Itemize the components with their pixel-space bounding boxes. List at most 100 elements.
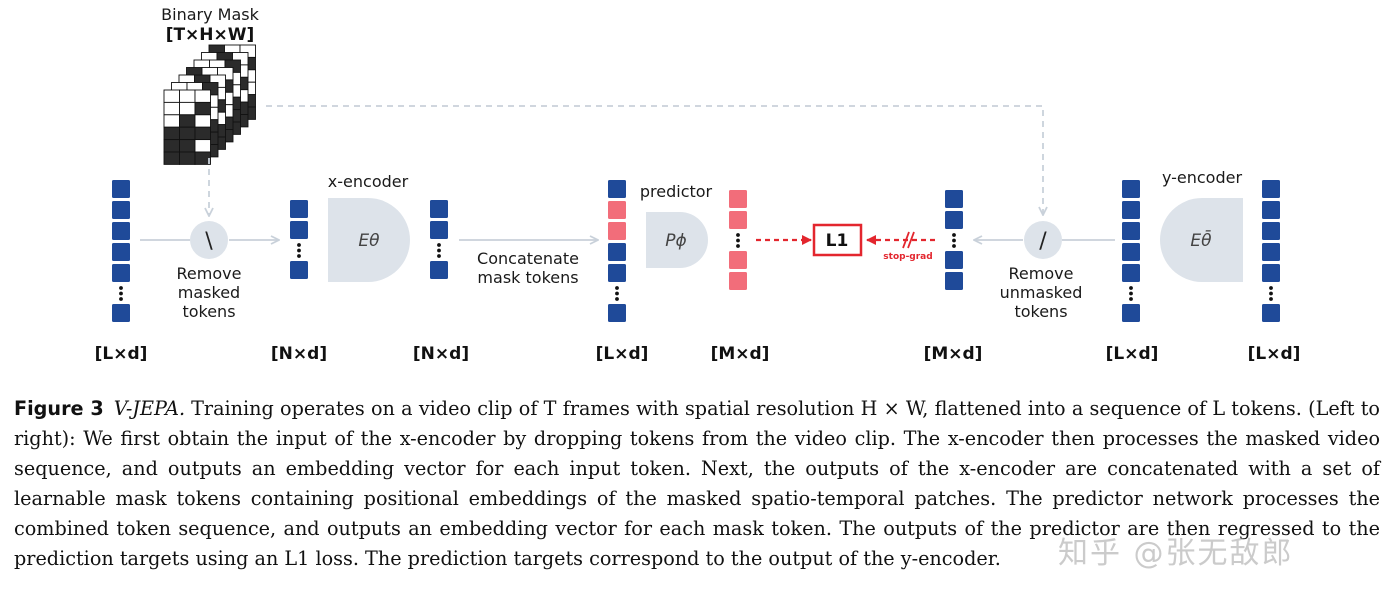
stop-grad-mark xyxy=(902,231,910,249)
mask-to-unmask-connector xyxy=(266,105,1043,214)
figure-number: Figure 3 xyxy=(14,397,104,420)
ellipsis-dots xyxy=(615,286,619,301)
dimension-label: [L×d] xyxy=(1106,344,1159,364)
mask-token xyxy=(608,201,626,219)
remove-unmasked-line3: tokens xyxy=(1014,302,1067,321)
token xyxy=(1122,222,1140,240)
remove-masked-line2: masked xyxy=(178,283,240,302)
concatenated-tokens-column xyxy=(608,180,626,322)
ellipsis-dots xyxy=(119,286,123,301)
mask-token xyxy=(729,190,747,208)
l1-loss-label: L1 xyxy=(826,231,849,251)
predictor-label: predictor xyxy=(640,182,713,201)
drop-masked-op xyxy=(190,221,228,259)
dimension-label: [N×d] xyxy=(271,344,327,364)
remove-masked-line3: tokens xyxy=(182,302,235,321)
token xyxy=(608,264,626,282)
binary-mask-cube xyxy=(163,44,256,165)
ellipsis-dots xyxy=(297,243,301,258)
token xyxy=(945,272,963,290)
token xyxy=(1122,264,1140,282)
token xyxy=(430,261,448,279)
token xyxy=(112,243,130,261)
x-encoder-label: x-encoder xyxy=(328,172,409,191)
visible-tokens-column xyxy=(290,200,308,279)
token xyxy=(290,221,308,239)
mask-token xyxy=(608,222,626,240)
dimension-labels: [L×d] [N×d] [N×d] [L×d] [M×d] [M×d] [L×d] [L×d] xyxy=(95,344,1301,364)
token xyxy=(1262,180,1280,198)
ellipsis-dots xyxy=(952,233,956,248)
y-encoder-output-column xyxy=(1262,180,1280,322)
x-encoder-block xyxy=(328,198,410,282)
drop-unmasked-symbol: / xyxy=(1039,229,1047,254)
token xyxy=(290,261,308,279)
dimension-label: [M×d] xyxy=(924,344,983,364)
y-encoder-block xyxy=(1160,198,1243,282)
caption-text: Training operates on a video clip of T f… xyxy=(14,397,1380,570)
token xyxy=(608,180,626,198)
predictor-output-column xyxy=(729,190,747,290)
token xyxy=(1262,243,1280,261)
v-jepa-diagram: Binary Mask [T×H×W] \ / Remove masked to… xyxy=(95,5,1301,364)
drop-masked-symbol: \ xyxy=(205,229,213,254)
token xyxy=(1262,222,1280,240)
token xyxy=(1262,304,1280,322)
token xyxy=(608,304,626,322)
token xyxy=(290,200,308,218)
token xyxy=(945,211,963,229)
l1-loss-box xyxy=(812,223,863,257)
token xyxy=(945,251,963,269)
figure-title: V-JEPA. xyxy=(113,397,186,420)
figure-caption: Figure 3 V-JEPA.Training operates on a vi… xyxy=(14,394,1380,574)
token xyxy=(112,201,130,219)
token-columns xyxy=(112,180,1280,322)
token xyxy=(430,200,448,218)
token xyxy=(112,222,130,240)
watermark: 知乎 @张无敌郎 xyxy=(1058,536,1294,571)
dimension-label: [L×d] xyxy=(596,344,649,364)
remove-unmasked-line1: Remove xyxy=(1009,264,1074,283)
token xyxy=(1262,264,1280,282)
mask-token xyxy=(729,272,747,290)
ellipsis-dots xyxy=(1269,286,1273,301)
dimension-label: [L×d] xyxy=(1248,344,1301,364)
mask-token xyxy=(729,251,747,269)
token xyxy=(112,264,130,282)
binary-mask-title: Binary Mask xyxy=(161,5,259,24)
y-input-tokens-column xyxy=(1122,180,1140,322)
dimension-label: [M×d] xyxy=(711,344,770,364)
predictor-symbol: Pϕ xyxy=(665,231,686,251)
y-encoder-label: y-encoder xyxy=(1162,168,1243,187)
binary-mask-dims: [T×H×W] xyxy=(166,25,255,45)
ellipsis-dots xyxy=(437,243,441,258)
dimension-label: [L×d] xyxy=(95,344,148,364)
x-encoder-symbol: Eθ xyxy=(358,231,380,251)
token xyxy=(608,243,626,261)
token xyxy=(430,221,448,239)
concatenate-line1: Concatenate xyxy=(477,249,579,268)
token xyxy=(1122,201,1140,219)
token xyxy=(112,180,130,198)
token xyxy=(1122,180,1140,198)
target-tokens-column xyxy=(945,190,963,290)
y-encoder-symbol: Eθ̄ xyxy=(1190,229,1212,251)
mask-frame xyxy=(163,89,211,165)
drop-unmasked-op xyxy=(1024,221,1062,259)
token xyxy=(1122,243,1140,261)
ellipsis-dots xyxy=(1129,286,1133,301)
remove-masked-line1: Remove xyxy=(177,264,242,283)
ellipsis-dots xyxy=(736,233,740,248)
x-encoder-output-column xyxy=(430,200,448,279)
predictor-block xyxy=(646,212,708,268)
concatenate-line2: mask tokens xyxy=(477,268,578,287)
token xyxy=(945,190,963,208)
clip-tokens-column xyxy=(112,180,130,322)
mask-token xyxy=(729,211,747,229)
dimension-label: [N×d] xyxy=(413,344,469,364)
stop-grad-mark xyxy=(907,231,915,249)
token xyxy=(112,304,130,322)
remove-unmasked-line2: unmasked xyxy=(1000,283,1083,302)
token xyxy=(1262,201,1280,219)
token xyxy=(1122,304,1140,322)
